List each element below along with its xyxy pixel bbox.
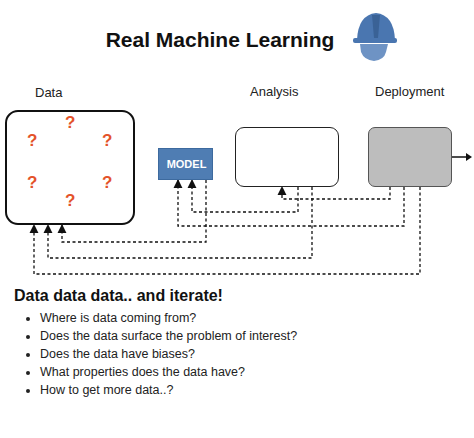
- question-mark: ?: [27, 173, 37, 193]
- bullet-item: Does the data have biases?: [40, 345, 469, 363]
- bullet-item: Does the data surface the problem of int…: [40, 327, 469, 345]
- stage-heading: Deployment: [375, 84, 444, 99]
- question-mark: ?: [102, 173, 112, 193]
- bullet-item: How to get more data..?: [40, 381, 469, 399]
- stage-heading: Analysis: [250, 84, 298, 99]
- analysis-box: Analysis: [235, 127, 339, 187]
- bullet-item: What properties does the data have?: [40, 363, 469, 381]
- bullet-item: Where is data coming from?: [40, 309, 469, 327]
- box-label: MODEL: [159, 158, 214, 170]
- data-box: Data??????: [5, 110, 135, 225]
- model-box: MODEL: [158, 148, 213, 180]
- section-heading: Data data data.. and iterate!: [14, 287, 469, 305]
- question-mark: ?: [65, 191, 75, 211]
- notes-block: Data data data.. and iterate! Where is d…: [14, 287, 469, 399]
- section-heading: Data data data.. and iterate!: [14, 287, 223, 304]
- feedback-connector: [282, 187, 390, 199]
- helmet-icon: [353, 13, 397, 61]
- question-mark: ?: [65, 113, 75, 133]
- question-mark: ?: [102, 131, 112, 151]
- bullet-list: Where is data coming from?Does the data …: [14, 309, 469, 399]
- stage-heading: Data: [35, 85, 62, 100]
- question-mark: ?: [27, 131, 37, 151]
- output-arrow: [452, 153, 472, 161]
- deployment-box: Deployment: [368, 127, 452, 187]
